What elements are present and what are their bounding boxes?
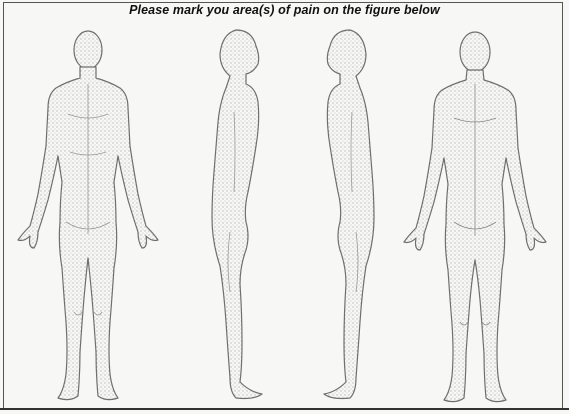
pain-instruction: Please mark you area(s) of pain on the f… [0, 3, 569, 17]
body-figure-front[interactable] [8, 22, 168, 406]
body-figure-left-side[interactable] [300, 22, 395, 406]
body-figure-right-side[interactable] [190, 22, 290, 406]
bottom-rule [0, 408, 569, 410]
body-figure-back[interactable] [390, 22, 560, 406]
